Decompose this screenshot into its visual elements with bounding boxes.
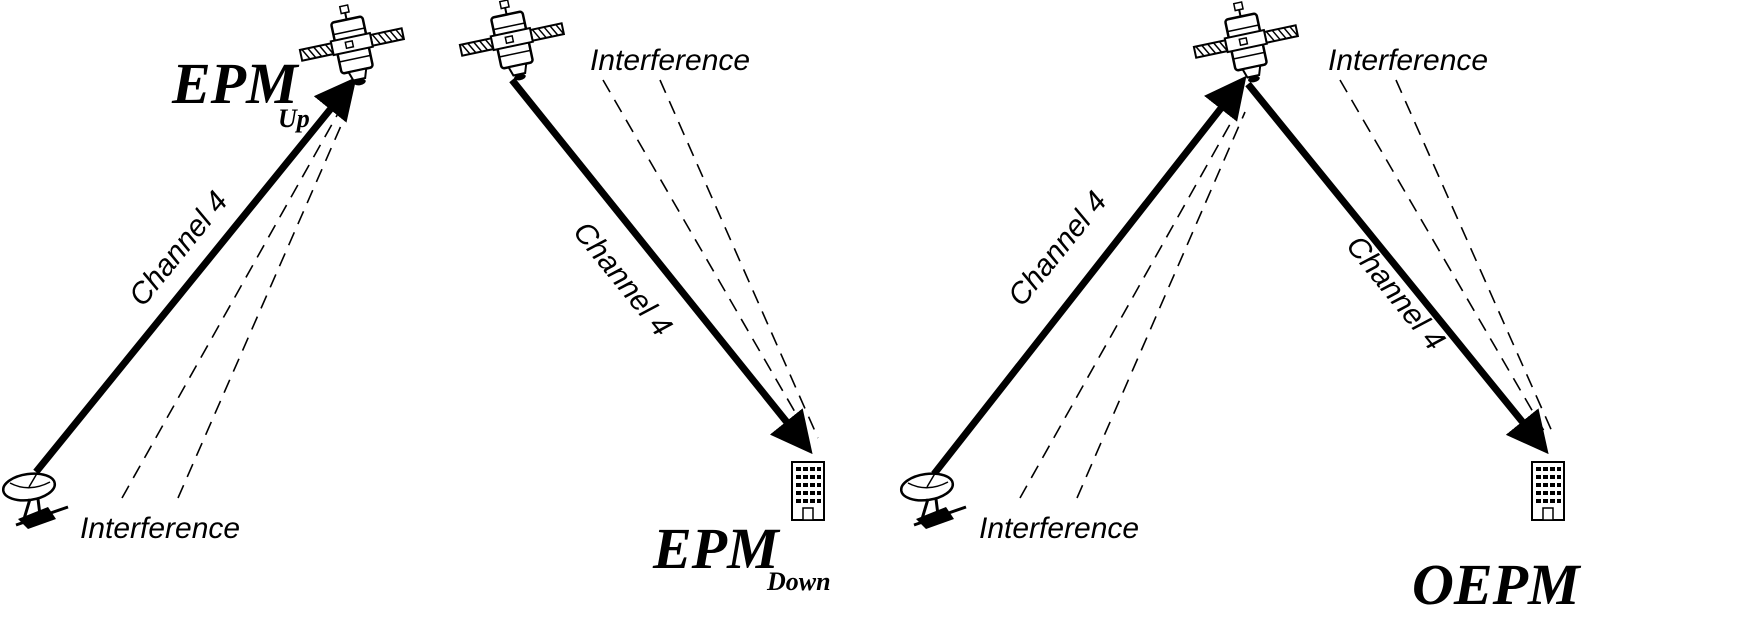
ground-dish-icon [0,468,70,531]
building-icon [1531,461,1565,521]
mode-label-sub: Up [278,104,310,133]
panel-uplink: Channel 4 Interference EPM Up [0,0,413,545]
interference-line [602,79,811,439]
channel-label: Channel 4 [1002,185,1114,312]
mode-label-sub: Down [766,567,831,596]
interference-line [121,109,341,499]
panel-downlink: Channel 4 Interference EPM Down [451,0,831,596]
interference-label: Interference [80,512,240,545]
interference-line [177,111,348,499]
mode-label-main: OEPM [1412,552,1582,617]
interference-label: Interference [1328,44,1488,77]
channel-label: Channel 4 [567,216,679,343]
ground-dish-icon [897,468,968,531]
satellite-icon [451,0,573,93]
satellite-icon [1185,0,1307,95]
interference-line [1019,109,1239,499]
mode-label-main: EPM [652,516,781,581]
satellite-icon [291,0,413,98]
interference-label: Interference [590,44,750,77]
channel-arrow-downlink [1245,81,1549,455]
mode-label-main: EPM [171,51,300,116]
interference-label: Interference [979,512,1139,545]
interference-line [1395,79,1555,437]
channel-arrow-downlink [509,77,813,455]
channel-arrow-uplink [33,76,357,475]
building-icon [791,461,825,521]
interference-line [659,79,819,439]
channel-label: Channel 4 [1340,230,1452,357]
interference-line [1076,111,1246,499]
panel-end-to-end: Channel 4 Channel 4 Interference Interfe… [897,0,1582,617]
channel-arrow-uplink [931,75,1247,477]
